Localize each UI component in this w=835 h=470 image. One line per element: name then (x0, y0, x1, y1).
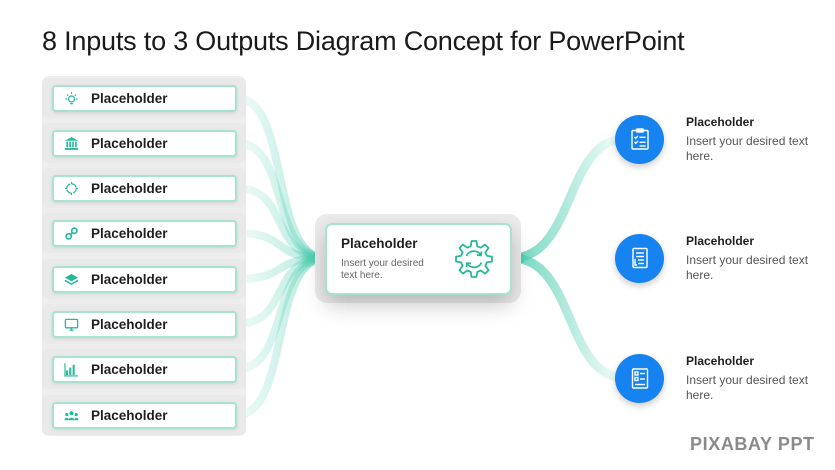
monitor-icon (64, 318, 79, 331)
bank-icon (64, 136, 79, 150)
link-icon (65, 227, 78, 240)
output-description: Insert your desired text here. (686, 134, 809, 163)
output-icon-circle-1[interactable] (615, 115, 664, 164)
input-label: Placeholder (91, 91, 168, 106)
team-icon (64, 411, 79, 421)
output-flow (507, 134, 630, 263)
input-card-3[interactable]: Placeholder (52, 175, 237, 202)
list-panel-icon (631, 368, 649, 389)
output-title: Placeholder (686, 234, 755, 248)
output-text-3: Placeholder Insert your desired text her… (686, 354, 816, 403)
output-title: Placeholder (686, 115, 755, 129)
input-card-6[interactable]: Placeholder (52, 311, 237, 338)
output-icon-circle-2[interactable] (615, 234, 664, 283)
center-description: Insert your desired text here. (341, 258, 424, 281)
input-card-8[interactable]: Placeholder (52, 402, 237, 429)
input-card-1[interactable]: Placeholder (52, 85, 237, 112)
input-label: Placeholder (91, 226, 168, 241)
bar-chart-icon (64, 363, 79, 377)
input-card-7[interactable]: Placeholder (52, 356, 237, 383)
gear-cycle-icon (455, 240, 493, 278)
lightbulb-icon (65, 91, 78, 105)
checklist-icon (631, 128, 649, 150)
center-title: Placeholder (341, 236, 418, 251)
input-label: Placeholder (91, 272, 168, 287)
output-text-1: Placeholder Insert your desired text her… (686, 115, 816, 164)
output-description: Insert your desired text here. (686, 373, 809, 402)
input-label: Placeholder (91, 181, 168, 196)
target-icon (64, 181, 79, 196)
input-flow (233, 254, 329, 419)
input-label: Placeholder (91, 408, 168, 423)
input-flow (233, 229, 329, 262)
output-icon-circle-3[interactable] (615, 354, 664, 403)
input-card-5[interactable]: Placeholder (52, 266, 237, 293)
output-text-2: Placeholder Insert your desired text her… (686, 234, 816, 283)
center-process-card[interactable]: Placeholder Insert your desired text her… (325, 223, 512, 295)
slide-title: 8 Inputs to 3 Outputs Diagram Concept fo… (42, 26, 685, 56)
document-list-icon (632, 247, 648, 269)
watermark-logo: PIXABAY PPT (690, 434, 815, 454)
input-label: Placeholder (91, 362, 168, 377)
input-card-2[interactable]: Placeholder (52, 130, 237, 157)
layers-icon (64, 273, 79, 286)
output-flow (507, 253, 630, 383)
input-card-4[interactable]: Placeholder (52, 220, 237, 247)
input-label: Placeholder (91, 136, 168, 151)
input-label: Placeholder (91, 317, 168, 332)
output-title: Placeholder (686, 354, 755, 368)
output-description: Insert your desired text here. (686, 253, 809, 282)
input-flow (233, 139, 329, 262)
